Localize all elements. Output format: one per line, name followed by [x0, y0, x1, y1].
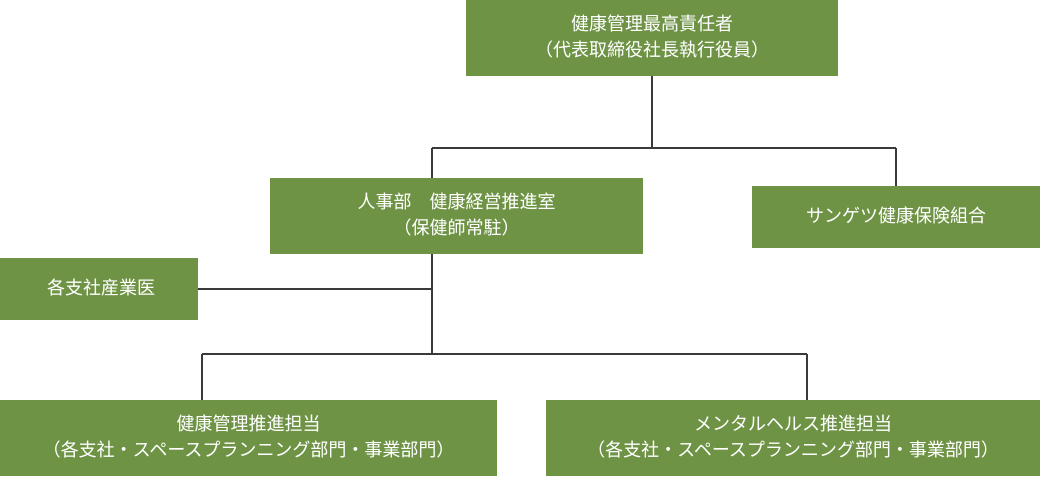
node-chief-health-officer: 健康管理最高責任者 （代表取締役社長執行役員） — [466, 0, 838, 76]
node-branch-industrial-doctors-title: 各支社産業医 — [47, 278, 155, 299]
node-health-insurance-union-title: サンゲツ健康保険組合 — [806, 206, 986, 227]
node-health-insurance-union: サンゲツ健康保険組合 — [752, 186, 1040, 248]
node-chief-health-officer-subtitle: （代表取締役社長執行役員） — [535, 40, 769, 61]
node-branch-industrial-doctors: 各支社産業医 — [0, 258, 198, 320]
node-health-management-staff-subtitle: （各支社・スペースプランニング部門・事業部門） — [42, 440, 455, 461]
node-chief-health-officer-title: 健康管理最高責任者 — [571, 14, 733, 35]
node-hr-health-promotion-office: 人事部 健康経営推進室 （保健師常駐） — [270, 178, 643, 254]
node-mental-health-staff: メンタルヘルス推進担当 （各支社・スペースプランニング部門・事業部門） — [546, 400, 1040, 476]
node-mental-health-staff-subtitle: （各支社・スペースプランニング部門・事業部門） — [587, 440, 999, 461]
node-mental-health-staff-title: メンタルヘルス推進担当 — [694, 414, 892, 435]
node-health-management-staff-title: 健康管理推進担当 — [176, 414, 321, 435]
node-hr-health-promotion-office-subtitle: （保健師常駐） — [393, 218, 520, 239]
node-hr-health-promotion-office-title: 人事部 健康経営推進室 — [357, 192, 556, 213]
node-health-management-staff: 健康管理推進担当 （各支社・スペースプランニング部門・事業部門） — [0, 400, 497, 476]
